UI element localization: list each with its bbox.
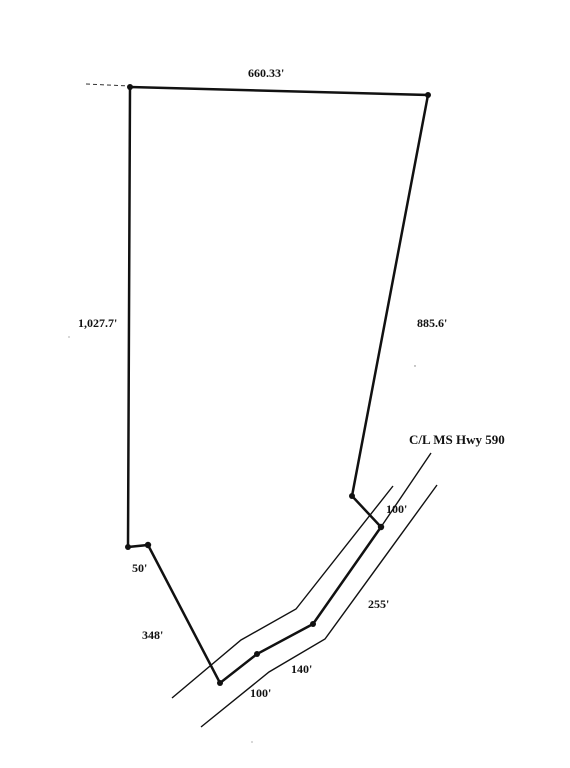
corner-point-e xyxy=(349,493,355,499)
dimension-label-west: 1,027.7' xyxy=(78,316,117,330)
corner-point-jog xyxy=(144,541,152,549)
highway-row-line-south xyxy=(200,484,438,728)
tie-line-dashed xyxy=(85,83,131,87)
dimension-label-south-100: 100' xyxy=(250,686,271,700)
dimension-label-south-140: 140' xyxy=(291,662,312,676)
corner-point-highway-sw xyxy=(254,651,260,657)
dimension-label-south-255: 255' xyxy=(368,597,389,611)
highway-centerline-label: C/L MS Hwy 590 xyxy=(409,432,505,447)
highway-centerline-extension xyxy=(380,452,432,528)
corner-point-highway-ne xyxy=(377,523,385,531)
corner-point-highway-mid xyxy=(310,621,316,627)
dimension-label-east: 885.6' xyxy=(417,316,447,330)
corner-point-s xyxy=(217,680,223,686)
dimension-label-southwest: 348' xyxy=(142,628,163,642)
corner-point-sw xyxy=(125,544,131,550)
property-boundary-line xyxy=(126,85,430,685)
scan-specks xyxy=(68,336,416,743)
corner-point-ne xyxy=(425,92,431,98)
dimension-label-east-100: 100' xyxy=(386,502,407,516)
highway-row-line-north xyxy=(171,485,394,699)
corner-points xyxy=(125,84,431,686)
corner-point-nw xyxy=(127,84,133,90)
dimension-label-jog: 50' xyxy=(132,561,147,575)
dimension-label-north: 660.33' xyxy=(248,66,284,80)
